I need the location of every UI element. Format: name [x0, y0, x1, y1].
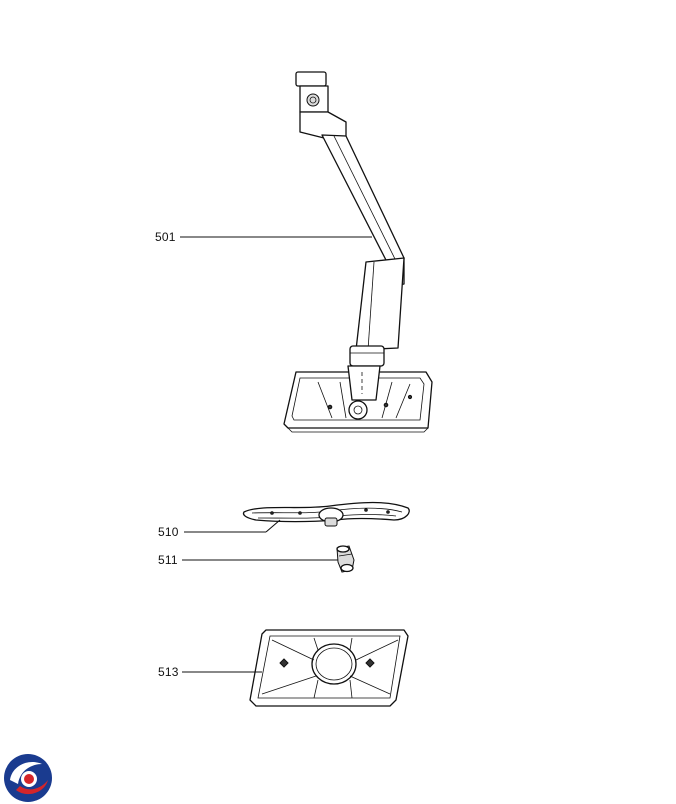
callout-501: 501	[155, 230, 176, 244]
callout-513: 513	[158, 665, 179, 679]
part-513-filter-cover	[249, 629, 409, 707]
callout-511: 511	[158, 553, 178, 567]
part-501-spray-tube	[283, 71, 433, 433]
leader-510-diag	[265, 519, 281, 533]
part-511-bearing	[336, 545, 355, 573]
brand-logo-icon	[4, 754, 52, 802]
part-510-spray-arm	[242, 501, 410, 527]
callout-510: 510	[158, 525, 179, 539]
